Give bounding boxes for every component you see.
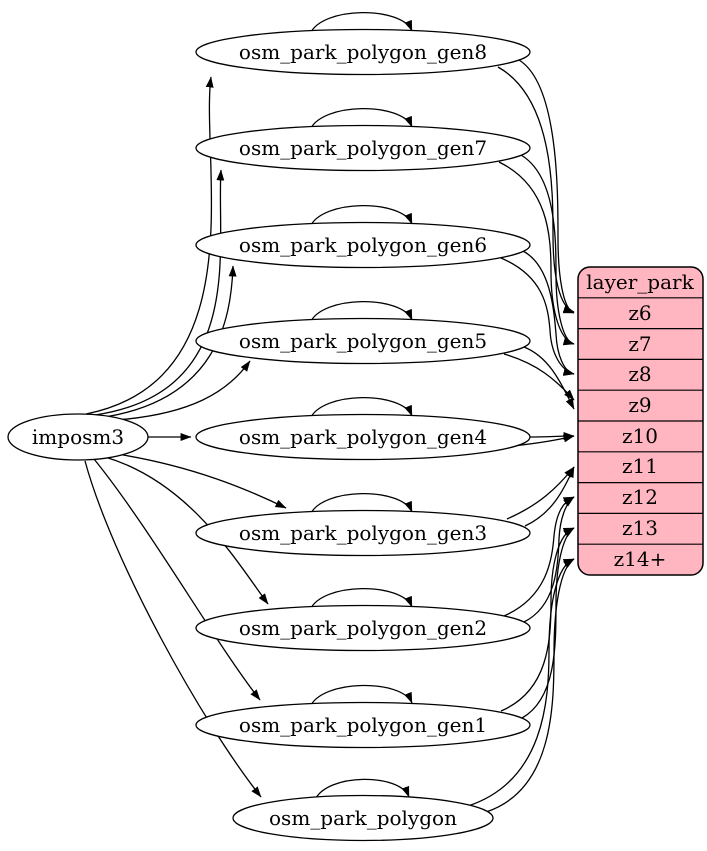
gen2-label: osm_park_polygon_gen2 <box>239 616 487 640</box>
node-osm-park-polygon-gen2: osm_park_polygon_gen2 <box>195 604 531 652</box>
node-imposm3: imposm3 <box>7 413 149 461</box>
edge-imposm3-to-gen7 <box>94 169 225 416</box>
gen7-label: osm_park_polygon_gen7 <box>239 136 487 160</box>
node-osm-park-polygon-gen1: osm_park_polygon_gen1 <box>195 701 531 749</box>
imposm3-ellipse <box>7 413 149 461</box>
gen5-label: osm_park_polygon_gen5 <box>239 329 487 353</box>
layer-park-row-z13: z13 <box>622 516 658 540</box>
gen2-ellipse <box>195 604 531 652</box>
edge-gen8-to-z6-b <box>518 59 575 314</box>
layer-park-title: layer_park <box>586 270 694 294</box>
node-osm-park-polygon-gen7: osm_park_polygon_gen7 <box>195 124 531 172</box>
gen3-label: osm_park_polygon_gen3 <box>239 521 487 545</box>
edge-imposm3-to-gen5 <box>116 360 251 421</box>
layer-park-row-z11: z11 <box>622 454 658 478</box>
edge-gen3-to-z11-b <box>524 466 575 527</box>
gen8-label: osm_park_polygon_gen8 <box>239 40 487 64</box>
edge-gen5-to-z9-b <box>523 346 575 410</box>
edge-gen8-to-z6-a <box>497 66 575 313</box>
edges-to-layer <box>467 59 575 813</box>
self-loop-polygon <box>314 778 410 801</box>
self-loop-gen5 <box>309 300 413 324</box>
edge-imposm3-to-gen3 <box>116 453 287 509</box>
self-loop-gen2 <box>309 587 413 611</box>
gen7-ellipse <box>195 124 531 172</box>
edge-gen2-to-z12-b <box>523 496 575 623</box>
self-loop-gen6 <box>309 204 413 228</box>
node-osm-park-polygon: osm_park_polygon <box>232 794 494 842</box>
node-osm-park-polygon-gen3: osm_park_polygon_gen3 <box>195 509 531 557</box>
self-loop-gen1 <box>309 684 413 708</box>
gen4-ellipse <box>195 413 531 461</box>
self-loop-gen4 <box>309 396 413 420</box>
layer-park-row-z10: z10 <box>622 424 658 448</box>
layer-park-row-z9: z9 <box>628 393 651 417</box>
self-loop-gen3 <box>309 492 413 516</box>
edge-gen7-to-z7-b <box>520 154 575 346</box>
imposm3-label: imposm3 <box>32 425 124 449</box>
gen3-ellipse <box>195 509 531 557</box>
polygon-label: osm_park_polygon <box>269 806 457 830</box>
gen1-label: osm_park_polygon_gen1 <box>239 713 487 737</box>
edge-imposm3-to-gen8 <box>85 76 214 415</box>
node-osm-park-polygon-gen8: osm_park_polygon_gen8 <box>195 28 531 76</box>
layer-park-row-z6: z6 <box>628 301 651 325</box>
edge-gen5-to-z9-a <box>503 353 575 401</box>
gen5-ellipse <box>195 317 531 365</box>
layer-park-row-z14: z14+ <box>614 547 667 571</box>
edge-imposm3-to-gen2 <box>104 456 269 605</box>
gen8-ellipse <box>195 28 531 76</box>
edges-from-imposm3 <box>84 76 287 798</box>
self-loop-gen8 <box>309 11 413 35</box>
gen6-ellipse <box>195 221 531 269</box>
edge-gen6-to-z8-b <box>522 250 575 376</box>
edge-imposm3-to-polygon <box>84 460 262 798</box>
node-osm-park-polygon-gen5: osm_park_polygon_gen5 <box>195 317 531 365</box>
edge-polygon-to-z14-a <box>467 558 575 807</box>
layer-park-row-z8: z8 <box>628 362 651 386</box>
node-osm-park-polygon-gen6: osm_park_polygon_gen6 <box>195 221 531 269</box>
edge-imposm3-to-gen6 <box>104 265 237 418</box>
edge-gen4-to-z10-a <box>529 432 575 440</box>
layer-park-row-dividers <box>578 297 703 545</box>
layer-park-table: layer_park z6 z7 z8 z9 z10 z11 z12 z13 z… <box>577 266 704 576</box>
edge-polygon-to-z14-b <box>485 558 575 813</box>
layer-park-row-z12: z12 <box>622 485 658 509</box>
gen4-label: osm_park_polygon_gen4 <box>239 425 487 449</box>
gen6-label: osm_park_polygon_gen6 <box>239 233 487 257</box>
node-osm-park-polygon-gen4: osm_park_polygon_gen4 <box>195 413 531 461</box>
gen1-ellipse <box>195 701 531 749</box>
self-loops <box>309 11 413 801</box>
polygon-ellipse <box>232 794 494 842</box>
edge-gen7-to-z7-a <box>498 161 575 345</box>
layer-park-row-z7: z7 <box>628 332 651 356</box>
edge-gen1-to-z13-a <box>500 527 575 712</box>
edge-imposm3-to-gen1 <box>93 458 261 701</box>
edge-gen1-to-z13-b <box>521 527 575 719</box>
self-loop-gen7 <box>309 107 413 131</box>
edge-gen6-to-z8-a <box>500 257 575 375</box>
